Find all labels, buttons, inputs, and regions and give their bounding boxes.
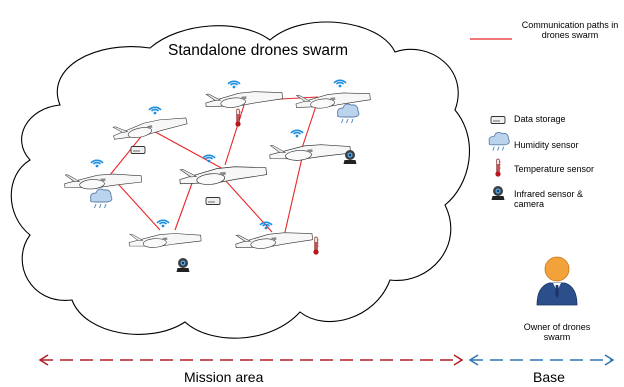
mission-area-label: Mission area bbox=[184, 369, 264, 385]
legend-humidity-label: Humidity sensor bbox=[514, 140, 579, 150]
humidity-icon bbox=[488, 131, 510, 151]
owner-person-icon bbox=[536, 256, 578, 306]
link-d8-d6 bbox=[284, 157, 303, 233]
legend-data-storage-label: Data storage bbox=[514, 114, 566, 124]
storage-icon bbox=[205, 197, 221, 205]
legend-infrared-label: Infrared sensor & camera bbox=[514, 189, 584, 210]
owner-label: Owner of drones swarm bbox=[523, 322, 591, 343]
link-d1-d3 bbox=[147, 127, 226, 171]
infrared-camera-icon bbox=[491, 186, 505, 200]
link-d5-d3 bbox=[174, 174, 196, 231]
legend-communication-label: Communication paths in drones swarm bbox=[521, 20, 619, 41]
link-d3-d6 bbox=[224, 179, 273, 233]
storage-icon bbox=[130, 146, 146, 154]
thermometer-icon bbox=[494, 158, 502, 178]
mission-area-arrow bbox=[38, 354, 464, 366]
diagram-title: Standalone drones swarm bbox=[168, 42, 349, 59]
storage-icon bbox=[490, 116, 506, 124]
legend-temperature-label: Temperature sensor bbox=[514, 164, 595, 174]
base-label: Base bbox=[533, 369, 565, 385]
link-d3-d4 bbox=[224, 101, 246, 166]
base-arrow bbox=[468, 354, 615, 366]
